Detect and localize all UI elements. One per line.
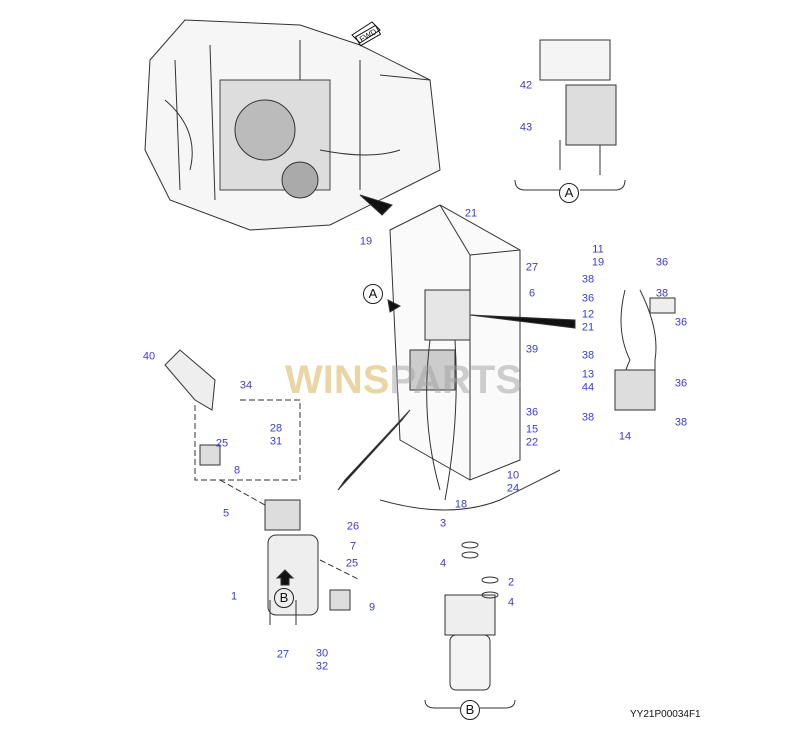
callout[interactable]: 32: [315, 660, 329, 673]
callout[interactable]: 38: [655, 287, 669, 300]
callout[interactable]: 39: [525, 343, 539, 356]
callout[interactable]: 3: [439, 517, 447, 530]
view-a-pointer: A: [363, 284, 383, 304]
callout[interactable]: 36: [525, 406, 539, 419]
callout[interactable]: 42: [519, 79, 533, 92]
callout[interactable]: 38: [674, 416, 688, 429]
callout[interactable]: 34: [239, 379, 253, 392]
callout[interactable]: 7: [349, 540, 357, 553]
callout[interactable]: 38: [581, 273, 595, 286]
callout[interactable]: 43: [519, 121, 533, 134]
callout[interactable]: 15: [525, 423, 539, 436]
callout[interactable]: 22: [525, 436, 539, 449]
callout[interactable]: 36: [674, 377, 688, 390]
view-a-label: A: [559, 183, 579, 203]
callout[interactable]: 6: [528, 287, 536, 300]
view-b-label: B: [460, 700, 480, 720]
callout[interactable]: 11: [592, 243, 604, 256]
callout[interactable]: 2: [507, 576, 515, 589]
callout[interactable]: 25: [345, 557, 359, 570]
detail-b-view: [424, 541, 516, 709]
callout[interactable]: 18: [454, 498, 468, 511]
watermark: WINSPARTS: [285, 360, 522, 400]
callout[interactable]: 40: [142, 350, 156, 363]
watermark-part1: WINS: [285, 358, 390, 402]
callout[interactable]: 28: [269, 422, 283, 435]
callout[interactable]: 36: [674, 316, 688, 329]
callout[interactable]: 1: [230, 590, 238, 603]
pointer-arrow: [359, 194, 393, 216]
callout[interactable]: 38: [581, 411, 595, 424]
callout[interactable]: 10: [506, 469, 520, 482]
callout[interactable]: 14: [618, 430, 632, 443]
callout[interactable]: 19: [359, 235, 373, 248]
drawing-code: YY21P00034F1: [630, 709, 701, 720]
callout[interactable]: 9: [368, 601, 376, 614]
hose-detail-right: [614, 289, 676, 411]
callout[interactable]: 44: [581, 381, 595, 394]
callout[interactable]: 13: [581, 368, 595, 381]
tank-assembly: [379, 204, 561, 511]
callout[interactable]: 12: [581, 308, 595, 321]
watermark-part2: PARTS: [389, 358, 523, 402]
callout[interactable]: 5: [222, 507, 230, 520]
callout[interactable]: 21: [581, 321, 595, 334]
callout[interactable]: 24: [506, 482, 520, 495]
view-b-pointer: B: [274, 588, 294, 608]
callout[interactable]: 27: [525, 261, 539, 274]
callout[interactable]: 25: [215, 437, 229, 450]
callout[interactable]: 21: [464, 207, 478, 220]
callout[interactable]: 4: [439, 557, 447, 570]
callout[interactable]: 27: [276, 648, 290, 661]
callout[interactable]: 38: [581, 349, 595, 362]
machine-overview: [144, 19, 441, 231]
callout[interactable]: 30: [315, 647, 329, 660]
callout[interactable]: 4: [507, 596, 515, 609]
callout[interactable]: 19: [591, 256, 605, 269]
callout[interactable]: 31: [269, 435, 283, 448]
callout[interactable]: 36: [581, 292, 595, 305]
callout[interactable]: 36: [655, 256, 669, 269]
callout[interactable]: 8: [233, 464, 241, 477]
detail-a-view: [514, 39, 626, 191]
callout[interactable]: 26: [346, 520, 360, 533]
